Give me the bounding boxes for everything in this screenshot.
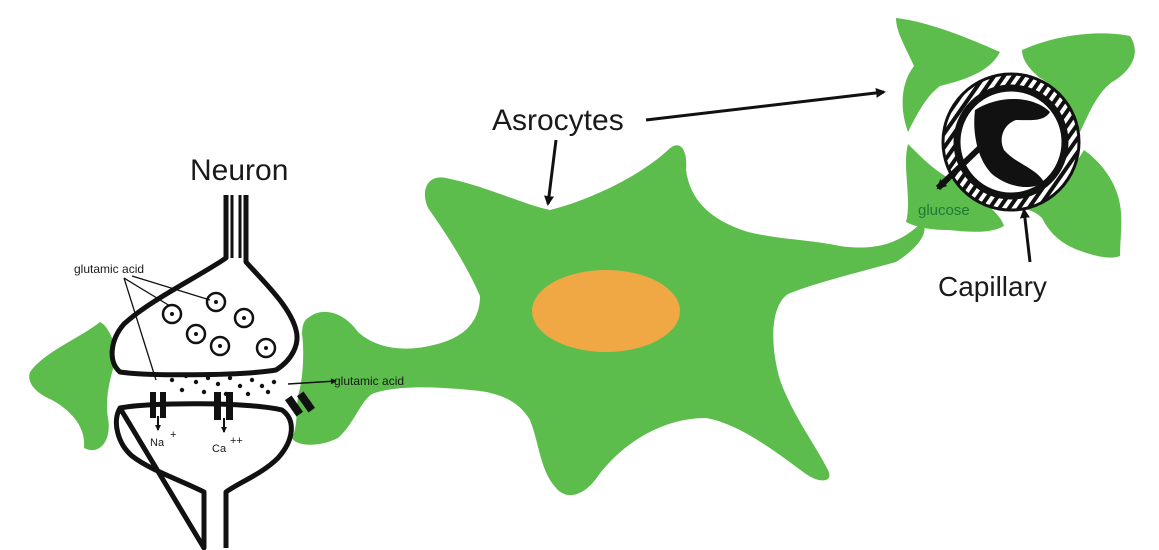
calcium-charge: ++ xyxy=(230,435,243,447)
capillary-group: glucose xyxy=(896,18,1135,258)
glutamic-acid-label-cleft: glutamic acid xyxy=(334,374,404,388)
neuron-label: Neuron xyxy=(190,154,288,187)
sodium-charge: + xyxy=(170,429,176,441)
sodium-label: Na xyxy=(150,437,165,449)
glutamic-acid-label-top: glutamic acid xyxy=(74,262,144,276)
capillary-arrow xyxy=(1024,210,1030,262)
calcium-label: Ca xyxy=(212,443,227,455)
astrocytes-to-capillary-arrow xyxy=(646,92,884,120)
glucose-label: glucose xyxy=(918,202,970,219)
astrocyte-nucleus xyxy=(532,270,680,352)
left-astrocyte-endfoot xyxy=(29,322,118,450)
capillary-label: Capillary xyxy=(938,271,1047,302)
astrocytes-label: Asrocytes xyxy=(492,104,624,137)
glutamate-molecules xyxy=(170,374,276,396)
postsynaptic-terminal xyxy=(116,404,291,548)
astrocytes-to-body-arrow xyxy=(548,140,556,204)
